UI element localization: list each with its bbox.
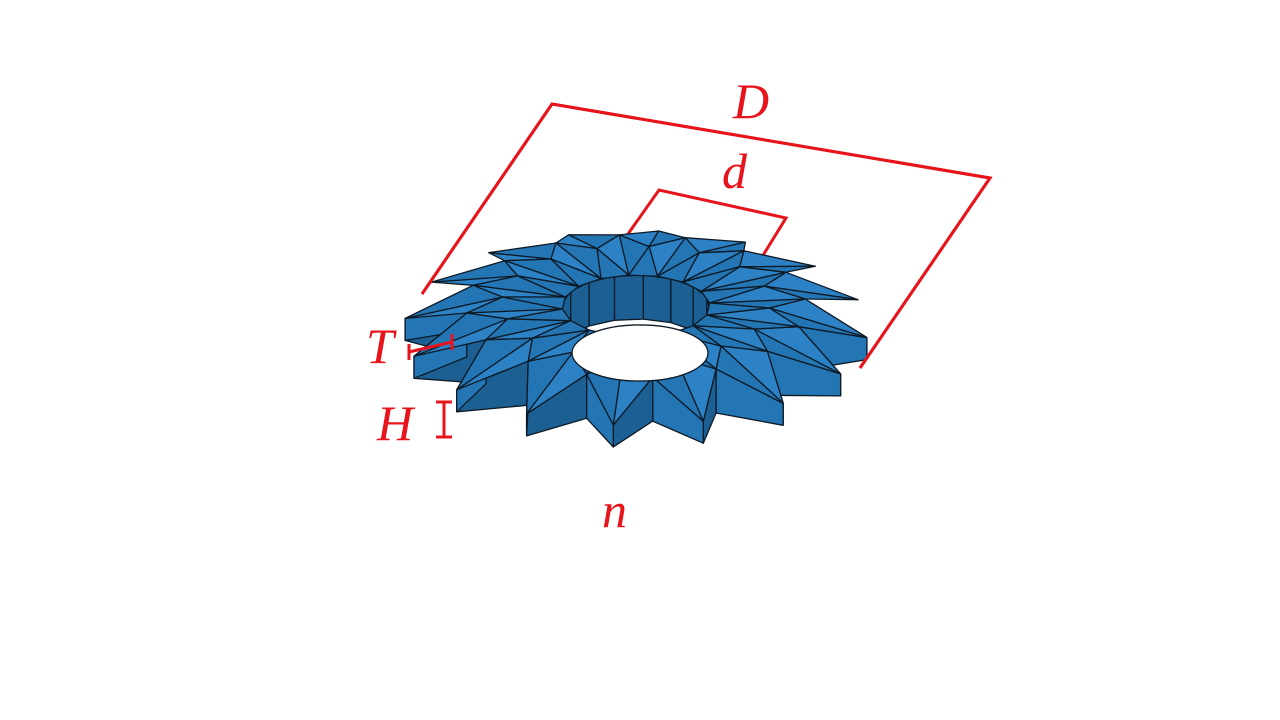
ring-top-facet — [628, 245, 659, 277]
ring-top-facet — [706, 302, 771, 316]
ring-top-facet — [550, 258, 602, 287]
ring-top-facet — [700, 285, 765, 304]
ring-top-facet — [517, 275, 580, 298]
outer-diameter-dimension-line — [420, 102, 993, 369]
ring-top-facet — [501, 296, 566, 310]
center-hole — [571, 324, 709, 382]
ring-top-facet — [692, 314, 755, 330]
height-label: H — [376, 395, 416, 451]
hole-wall-facet — [670, 277, 694, 331]
star-ring-model — [404, 230, 868, 448]
thickness-dimension-mark — [407, 334, 454, 360]
thickness-label: T — [366, 318, 397, 374]
inner-diameter-label: d — [722, 143, 748, 199]
hole-wall-facet — [588, 275, 616, 327]
ring-top-facet — [531, 320, 590, 339]
hole-wall-facet — [642, 274, 672, 324]
hole-wall-facet — [613, 274, 644, 321]
tooth-count-label: n — [602, 482, 627, 538]
ring-top-facet — [656, 252, 700, 283]
tooth-top-facet — [738, 250, 816, 268]
ring-top-facet — [596, 247, 630, 280]
ring-top-facet — [507, 308, 572, 322]
outer-diameter-label: D — [732, 73, 769, 129]
height-dimension-mark — [436, 400, 452, 439]
ring-top-facet — [682, 266, 741, 292]
